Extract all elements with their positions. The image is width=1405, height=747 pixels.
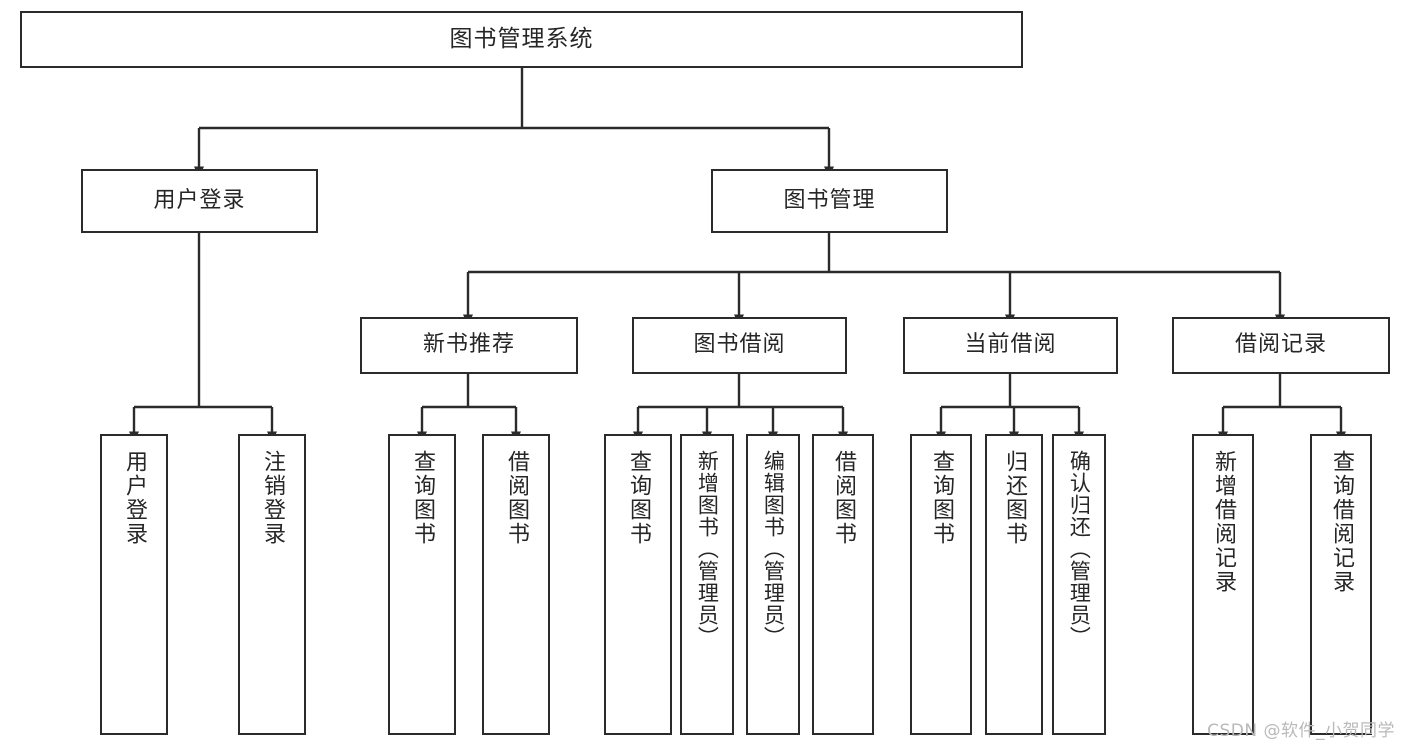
node-leaf-query-book-1[interactable]: 查询图书 — [388, 434, 456, 735]
node-leaf-query-book-2-label: 查询图书 — [625, 450, 651, 546]
node-leaf-user-logout[interactable]: 注销登录 — [238, 434, 306, 735]
node-leaf-query-book-3[interactable]: 查询图书 — [910, 434, 972, 735]
node-leaf-return-book-label: 归还图书 — [1001, 450, 1027, 546]
node-root[interactable]: 图书管理系统 — [20, 11, 1023, 68]
node-leaf-add-book[interactable]: 新增图书（管理员） — [680, 434, 734, 735]
node-root-label: 图书管理系统 — [449, 25, 594, 52]
node-new-book-recommend[interactable]: 新书推荐 — [360, 317, 578, 374]
node-user-login-label: 用户登录 — [153, 187, 246, 213]
node-user-login[interactable]: 用户登录 — [81, 169, 318, 233]
node-leaf-user-login[interactable]: 用户登录 — [100, 434, 168, 735]
node-leaf-borrow-book-1-label: 借阅图书 — [503, 450, 529, 546]
node-leaf-confirm-return[interactable]: 确认归还（管理员） — [1052, 434, 1106, 735]
node-leaf-add-record-label: 新增借阅记录 — [1210, 450, 1236, 594]
node-book-manage-label: 图书管理 — [783, 187, 876, 213]
node-leaf-return-book[interactable]: 归还图书 — [985, 434, 1043, 735]
watermark-text: CSDN @软件_小贺同学 — [1207, 721, 1395, 741]
node-leaf-borrow-book-2-label: 借阅图书 — [830, 450, 856, 546]
node-leaf-query-book-1-label: 查询图书 — [409, 450, 435, 546]
node-leaf-edit-book[interactable]: 编辑图书（管理员） — [746, 434, 800, 735]
node-new-book-recommend-label: 新书推荐 — [422, 332, 515, 358]
node-leaf-add-record[interactable]: 新增借阅记录 — [1192, 434, 1254, 735]
node-book-borrow[interactable]: 图书借阅 — [632, 317, 847, 374]
node-book-manage[interactable]: 图书管理 — [711, 169, 948, 233]
node-borrow-record[interactable]: 借阅记录 — [1172, 317, 1390, 374]
node-current-borrow[interactable]: 当前借阅 — [903, 317, 1118, 374]
node-leaf-add-book-label: 新增图书（管理员） — [695, 450, 720, 648]
node-leaf-user-logout-label: 注销登录 — [259, 450, 285, 546]
node-leaf-borrow-book-1[interactable]: 借阅图书 — [482, 434, 550, 735]
node-leaf-user-login-label: 用户登录 — [121, 450, 147, 546]
node-book-borrow-label: 图书借阅 — [693, 332, 786, 358]
node-leaf-edit-book-label: 编辑图书（管理员） — [761, 450, 786, 648]
node-leaf-confirm-return-label: 确认归还（管理员） — [1067, 450, 1092, 648]
node-leaf-query-record-label: 查询借阅记录 — [1328, 450, 1354, 594]
node-leaf-query-book-2[interactable]: 查询图书 — [604, 434, 672, 735]
node-leaf-query-book-3-label: 查询图书 — [928, 450, 954, 546]
node-current-borrow-label: 当前借阅 — [964, 332, 1057, 358]
node-leaf-query-record[interactable]: 查询借阅记录 — [1310, 434, 1372, 735]
node-leaf-borrow-book-2[interactable]: 借阅图书 — [812, 434, 874, 735]
node-borrow-record-label: 借阅记录 — [1234, 332, 1327, 358]
